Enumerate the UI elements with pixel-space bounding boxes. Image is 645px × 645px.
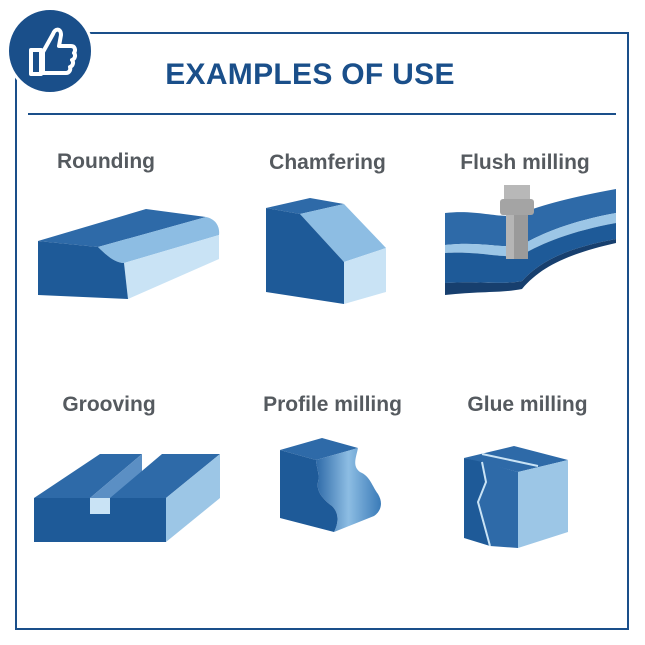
page-title: EXAMPLES OF USE: [165, 58, 455, 91]
profile-milling-illustration: [280, 438, 381, 532]
rounding-illustration: [38, 209, 220, 299]
title-divider: [28, 113, 616, 115]
label-glue-milling: Glue milling: [467, 393, 588, 416]
thumbs-up-icon: [29, 27, 78, 76]
glue-milling-illustration: [464, 446, 568, 548]
thumbs-up-badge: [6, 7, 94, 95]
label-flush-milling: Flush milling: [460, 151, 590, 174]
label-grooving: Grooving: [62, 393, 156, 416]
label-rounding: Rounding: [57, 150, 155, 173]
grooving-illustration: [34, 454, 220, 542]
label-profile-milling: Profile milling: [263, 393, 402, 416]
label-chamfering: Chamfering: [269, 151, 386, 174]
flush-milling-illustration: [445, 185, 616, 295]
chamfering-illustration: [266, 198, 386, 304]
